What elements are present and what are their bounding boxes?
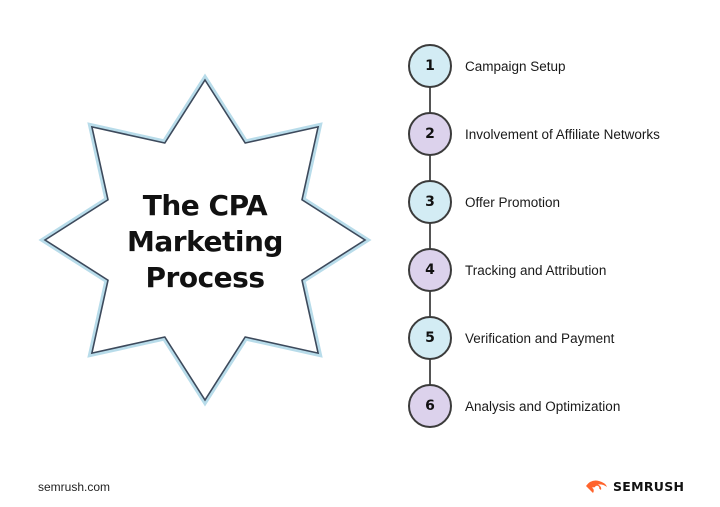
step-3-label: Offer Promotion (465, 194, 561, 210)
step-5-circle: 5 (408, 316, 452, 360)
step-1-label: Campaign Setup (465, 58, 566, 74)
title-line-1: The CPA (142, 189, 268, 222)
step-5: 5 Verification and Payment (408, 316, 614, 360)
logo-text: SEMRUSH (613, 478, 685, 494)
title-line-2: Marketing (127, 225, 283, 258)
step-1-circle: 1 (408, 44, 452, 88)
star-outline (43, 78, 367, 402)
semrush-logo: SEMRUSH (583, 478, 684, 494)
step-2-label: Involvement of Affiliate Networks (465, 126, 660, 142)
step-2-circle: 2 (408, 112, 452, 156)
step-3: 3 Offer Promotion (408, 180, 560, 224)
step-2: 2 Involvement of Affiliate Networks (408, 112, 660, 156)
step-1: 1 Campaign Setup (408, 44, 566, 88)
step-5-label: Verification and Payment (465, 330, 615, 346)
step-6-circle: 6 (408, 384, 452, 428)
step-6-label: Analysis and Optimization (465, 398, 621, 414)
step-3-circle: 3 (408, 180, 452, 224)
step-4: 4 Tracking and Attribution (408, 248, 606, 292)
semrush-fire-icon (586, 480, 607, 493)
title-line-3: Process (145, 261, 266, 294)
footer-url: semrush.com (38, 480, 111, 494)
step-6: 6 Analysis and Optimization (408, 384, 620, 428)
steps-connector-line (429, 66, 431, 406)
step-4-label: Tracking and Attribution (465, 262, 607, 278)
step-4-circle: 4 (408, 248, 452, 292)
diagram-title: The CPA Marketing Process (85, 188, 325, 296)
